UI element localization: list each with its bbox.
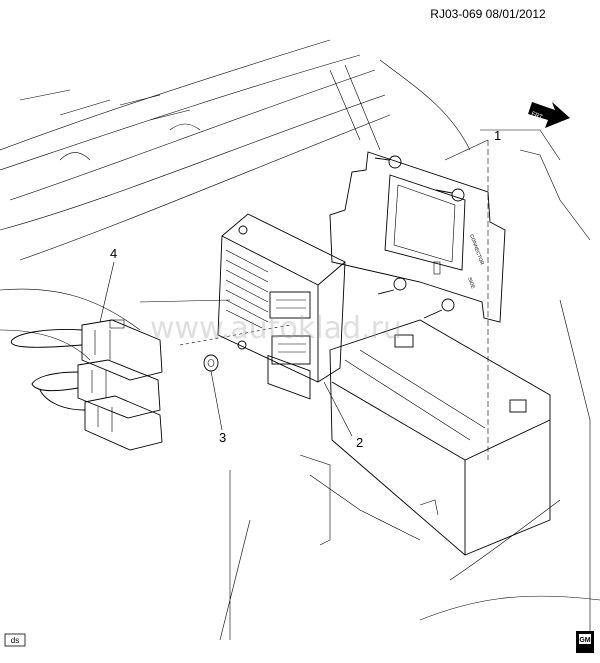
bracket-label-connector: CONNECTOR (468, 234, 485, 267)
front-arrow-icon: FRT (528, 102, 570, 128)
leader-lines (99, 139, 489, 460)
wiring-harness-connectors (10, 319, 163, 451)
callout-2: 2 (356, 435, 363, 450)
gm-logo-icon: GM (576, 631, 594, 653)
vehicle-body-lines (0, 39, 600, 641)
battery (299, 319, 551, 556)
mounting-bracket: CONNECTOR SIDE (329, 151, 506, 323)
callout-3: 3 (219, 430, 226, 445)
ds-badge: ds (4, 633, 26, 647)
callout-1: 1 (494, 128, 501, 143)
callout-4: 4 (110, 246, 117, 261)
ds-badge-label: ds (11, 636, 19, 645)
diagram-reference: RJ03-069 08/01/2012 (430, 7, 546, 21)
watermark: www.autoklad.ru (150, 311, 402, 346)
gm-logo-label: GM (579, 637, 590, 644)
bracket-label-side: SIDE (466, 277, 476, 291)
engine-control-module (217, 213, 346, 400)
retaining-nut (203, 354, 219, 372)
front-label: FRT (530, 111, 543, 121)
